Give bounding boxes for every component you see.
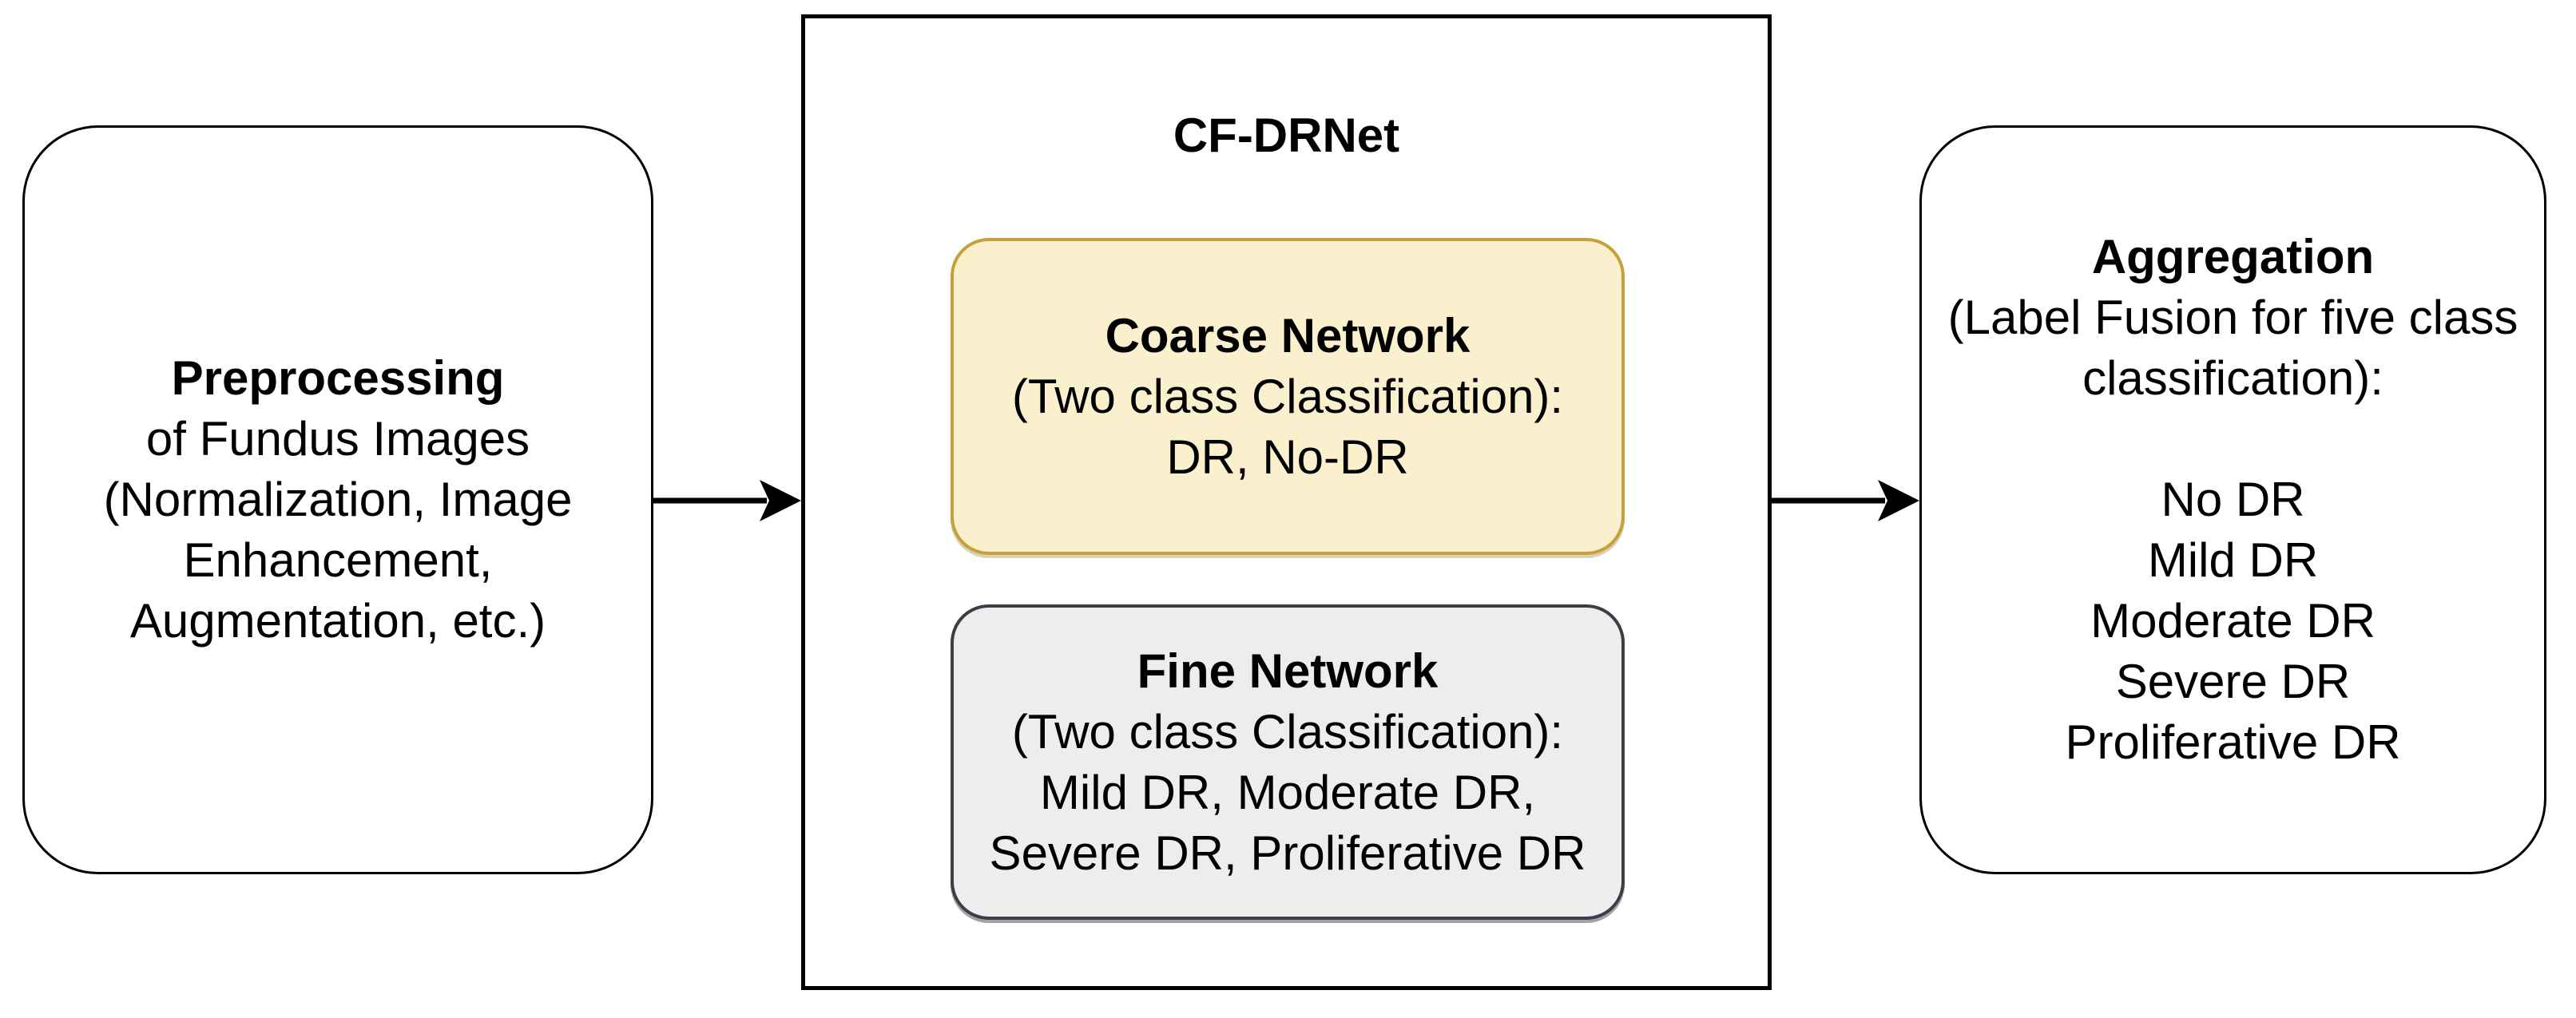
fine-network-subtitle: (Two class Classification):: [1011, 704, 1564, 759]
coarse-network-classes: DR, No-DR: [1166, 430, 1409, 484]
preprocessing-line: Enhancement,: [183, 533, 493, 587]
coarse-network-title: Coarse Network: [1105, 308, 1471, 362]
aggregation-subtitle: (Label Fusion for five class: [1947, 291, 2518, 344]
aggregation-class-item: Mild DR: [2147, 533, 2319, 587]
preprocessing-title: Preprocessing: [171, 351, 505, 405]
coarse-network-subtitle: (Two class Classification):: [1011, 369, 1564, 423]
fine-network-classes: Mild DR, Moderate DR,: [1039, 765, 1536, 819]
aggregation-class-item: Severe DR: [2115, 655, 2351, 708]
coarse-network-box: Coarse Network (Two class Classification…: [951, 238, 1625, 555]
aggregation-class-item: Moderate DR: [2090, 594, 2376, 648]
aggregation-class-item: No DR: [2161, 473, 2305, 526]
cfdrnet-title: CF-DRNet: [1173, 109, 1400, 162]
fine-network-classes: Severe DR, Proliferative DR: [989, 826, 1586, 880]
aggregation-subtitle: classification):: [2082, 351, 2383, 405]
preprocessing-line: of Fundus Images: [145, 412, 530, 465]
fine-network-title: Fine Network: [1137, 644, 1439, 698]
aggregation-title: Aggregation: [2091, 230, 2375, 283]
preprocessing-line: (Normalization, Image: [103, 473, 573, 526]
arrow-right-icon: [653, 480, 801, 521]
preprocessing-box: Preprocessing of Fundus Images (Normaliz…: [22, 125, 653, 874]
preprocessing-line: Augmentation, etc.): [129, 594, 546, 648]
aggregation-class-item: Proliferative DR: [2065, 715, 2401, 769]
arrow-right-icon: [1772, 480, 1919, 521]
fine-network-box: Fine Network (Two class Classification):…: [951, 604, 1625, 920]
aggregation-box: Aggregation (Label Fusion for five class…: [1919, 125, 2546, 874]
